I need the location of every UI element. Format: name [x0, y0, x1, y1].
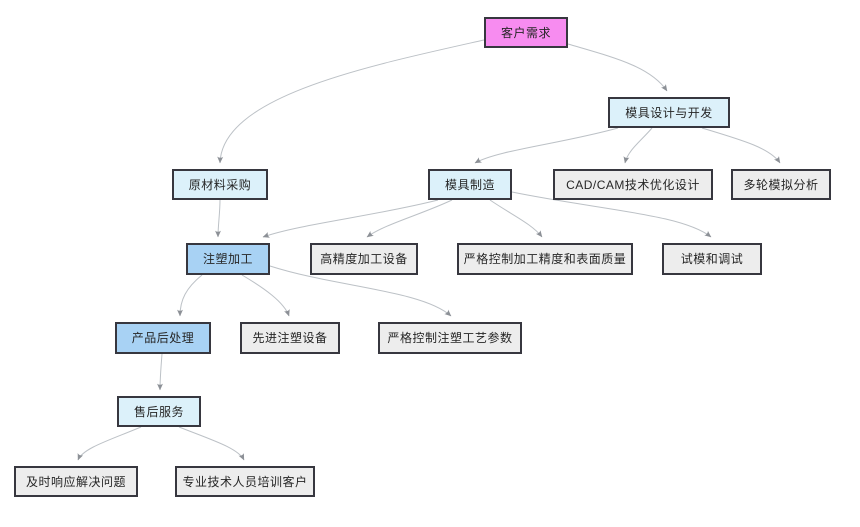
node-raw_material: 原材料采购 [172, 169, 268, 200]
node-label-precision_equipment: 高精度加工设备 [320, 252, 408, 266]
node-label-post_processing: 产品后处理 [131, 331, 195, 345]
edge-raw_material-to-injection [215, 199, 222, 238]
edge-mold_making-to-trial [511, 191, 712, 238]
node-injection_equipment: 先进注塑设备 [240, 322, 340, 354]
node-label-raw_material: 原材料采购 [188, 177, 252, 192]
edge-injection-to-process_params [269, 265, 452, 317]
node-label-injection_equipment: 先进注塑设备 [252, 331, 328, 345]
node-mold_design: 模具设计与开发 [608, 97, 730, 128]
node-injection: 注塑加工 [186, 243, 270, 275]
node-label-simulation: 多轮模拟分析 [743, 177, 819, 192]
node-label-after_sales: 售后服务 [133, 404, 184, 419]
node-precision_equipment: 高精度加工设备 [310, 243, 418, 275]
edge-injection-to-injection_equipment [241, 274, 290, 317]
edge-mold_design-to-simulation [701, 127, 781, 164]
edge-after_sales-to-training [178, 426, 245, 461]
node-post_processing: 产品后处理 [115, 322, 211, 354]
node-label-response: 及时响应解决问题 [25, 474, 126, 489]
node-label-injection: 注塑加工 [202, 252, 253, 266]
node-process_params: 严格控制注塑工艺参数 [378, 322, 522, 354]
edge-after_sales-to-response [77, 426, 142, 461]
node-label-mold_making: 模具制造 [444, 177, 495, 192]
node-label-mold_design: 模具设计与开发 [625, 105, 713, 120]
node-label-customer: 客户需求 [500, 25, 551, 40]
node-label-process_params: 严格控制注塑工艺参数 [387, 331, 513, 345]
node-label-cadcam: CAD/CAM技术优化设计 [566, 177, 700, 192]
node-label-training: 专业技术人员培训客户 [182, 474, 308, 489]
edge-mold_design-to-cadcam [623, 127, 653, 164]
node-after_sales: 售后服务 [117, 396, 201, 427]
node-simulation: 多轮模拟分析 [731, 169, 831, 200]
node-cadcam: CAD/CAM技术优化设计 [553, 169, 713, 200]
edge-customer-to-mold_design [567, 43, 668, 92]
node-quality_control: 严格控制加工精度和表面质量 [457, 243, 633, 275]
edge-post_processing-to-after_sales [157, 353, 164, 391]
edge-mold_design-to-mold_making [474, 127, 619, 164]
node-customer: 客户需求 [484, 17, 568, 48]
edge-mold_making-to-quality_control [489, 199, 543, 238]
edge-customer-to-raw_material [217, 39, 485, 164]
edge-mold_making-to-injection [262, 199, 439, 238]
node-label-quality_control: 严格控制加工精度和表面质量 [463, 252, 627, 266]
node-label-trial: 试模和调试 [680, 252, 744, 266]
edge-mold_making-to-precision_equipment [366, 199, 453, 238]
node-response: 及时响应解决问题 [14, 466, 138, 497]
edge-injection-to-post_processing [177, 274, 203, 317]
node-trial: 试模和调试 [662, 243, 762, 275]
node-training: 专业技术人员培训客户 [175, 466, 315, 497]
node-mold_making: 模具制造 [428, 169, 512, 200]
